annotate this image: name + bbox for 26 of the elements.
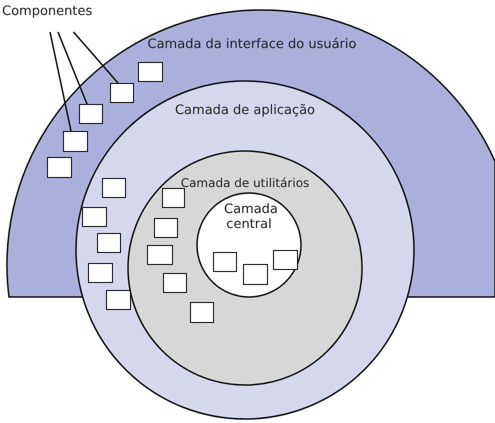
layer-label: Camada de aplicação xyxy=(174,103,316,118)
layer-label: Camada de utilitários xyxy=(180,176,310,190)
leader-line xyxy=(57,32,88,104)
component-box xyxy=(82,207,107,227)
leader-line xyxy=(72,32,119,84)
component-box xyxy=(154,218,178,238)
component-box xyxy=(213,252,237,272)
component-box xyxy=(147,245,173,265)
component-box xyxy=(47,157,72,178)
component-box xyxy=(138,62,163,82)
component-box xyxy=(162,188,185,208)
component-box xyxy=(110,83,134,103)
component-box xyxy=(243,264,268,285)
component-box xyxy=(273,250,298,270)
component-box xyxy=(190,302,214,323)
component-box xyxy=(102,178,126,198)
core-layer-circle xyxy=(196,192,302,298)
component-box xyxy=(63,131,88,152)
components-label: Componentes xyxy=(2,4,92,19)
component-box xyxy=(106,290,131,310)
component-box xyxy=(97,233,121,253)
component-box xyxy=(163,273,187,293)
component-box xyxy=(79,104,103,124)
component-box xyxy=(88,263,113,283)
layer-label: Camada da interface do usuário xyxy=(146,37,358,52)
leader-line xyxy=(49,32,72,132)
